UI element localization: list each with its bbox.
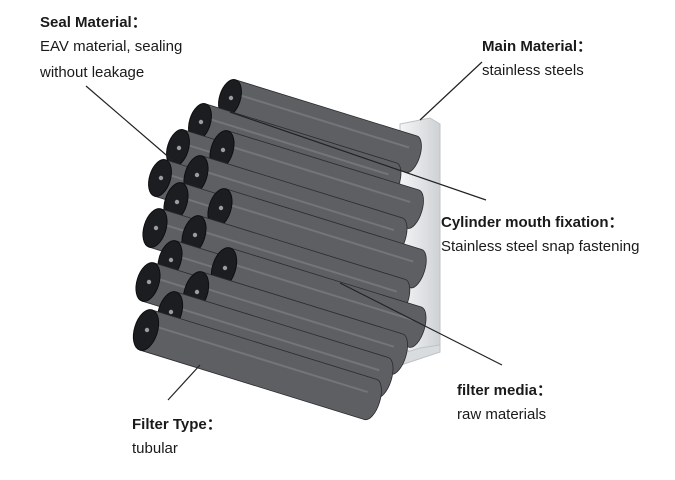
seal-material-title: Seal Material： [40, 14, 147, 31]
filter-cylinder [132, 309, 382, 421]
leader-line-seal [85, 85, 173, 161]
filter-media-title: filter media： [457, 382, 553, 399]
seal-material-desc: EAV material, sealing without leakage [40, 38, 183, 81]
label-cylinder-mouth-fixation: Cylinder mouth fixation： Stainless steel… [441, 212, 671, 260]
leader-line-media [339, 282, 503, 366]
main-material-title: Main Material： [482, 38, 593, 55]
label-seal-material: Seal Material： EAV material, sealing wit… [40, 12, 210, 86]
leader-line-mouth [229, 111, 487, 201]
label-filter-media: filter media： raw materials [457, 380, 637, 428]
filter-cylinder [210, 247, 427, 348]
filter-cylinder [209, 130, 424, 229]
filter-cylinders [132, 79, 427, 421]
cylinder-mouth-desc: Stainless steel snap fastening [441, 238, 640, 255]
leader-line-type [167, 364, 201, 401]
leader-line-main [419, 61, 483, 121]
filter-cylinder [218, 79, 422, 173]
filter-cylinder [207, 188, 427, 289]
filter-type-title: Filter Type： [132, 416, 222, 433]
cylinder-mouth-title: Cylinder mouth fixation： [441, 214, 624, 231]
label-filter-type: Filter Type： tubular [132, 414, 292, 462]
filter-type-desc: tubular [132, 440, 178, 457]
leader-lines [85, 61, 503, 401]
label-main-material: Main Material： stainless steels [482, 36, 662, 84]
main-material-desc: stainless steels [482, 62, 584, 79]
filter-media-desc: raw materials [457, 406, 547, 423]
